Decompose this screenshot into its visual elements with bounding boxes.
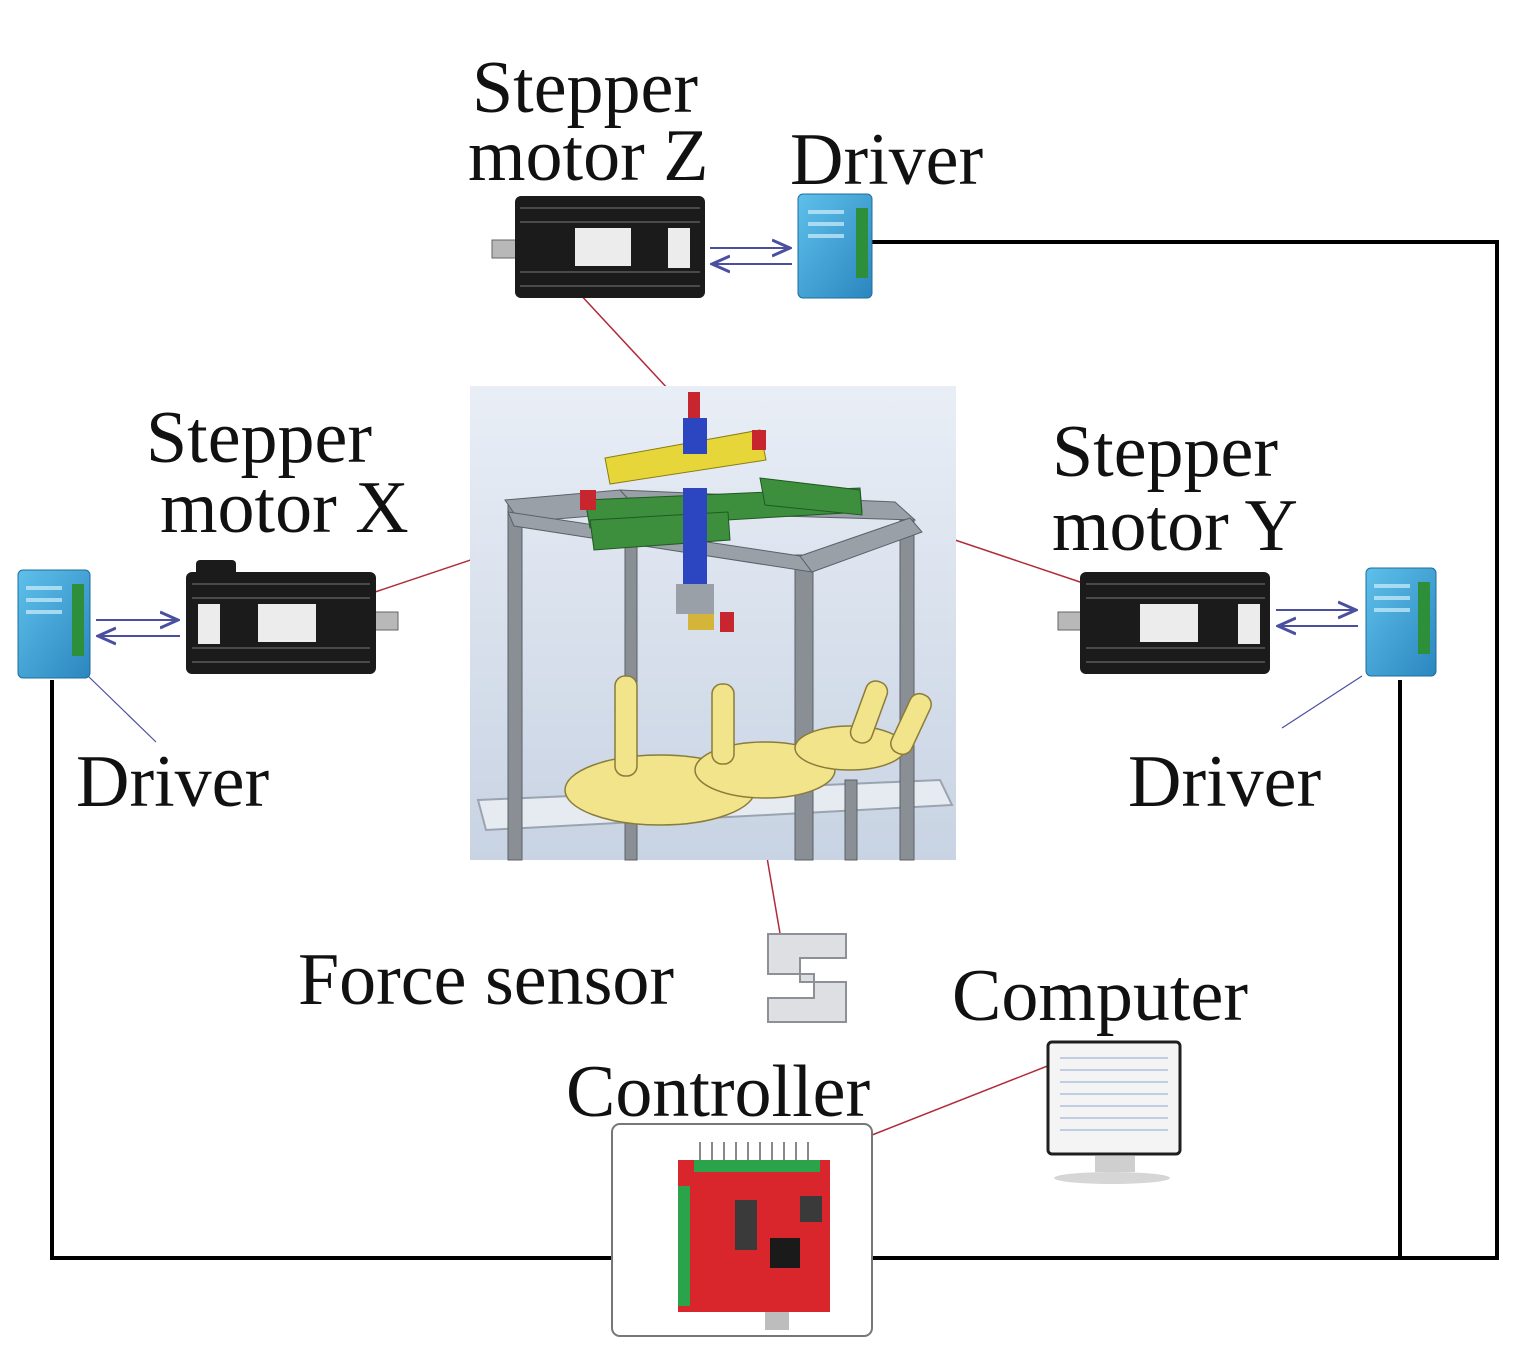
gantry-model-image [470,386,956,861]
wire-driver-z-loop [872,240,1499,1260]
motor-z-label-line1: Stepper [472,47,699,129]
controller-board-icon [611,1123,873,1337]
driver-y-label: Driver [1128,741,1322,823]
driver-x-label: Driver [76,741,270,823]
force-sensor-icon [767,933,847,1023]
mannequin-figure [564,675,932,826]
computer-monitor-icon [1046,1040,1182,1184]
wire-driver-x [50,680,612,1260]
controller-label: Controller [566,1051,871,1133]
motor-y-label-line2: motor Y [1052,485,1298,567]
wiring-loop [50,240,1499,1260]
driver-z-module-icon [797,193,873,299]
motor-y-label-line1: Stepper [1052,411,1279,493]
driver-y-module-icon [1365,567,1437,677]
motor-x-label-line2: motor X [160,467,409,549]
motor-x-label-line1: Stepper [146,397,373,479]
bidirectional-arrows [96,248,1358,636]
stepper-motor-x-icon [186,560,399,674]
force-sensor-label: Force sensor [298,939,675,1021]
driver-z-label: Driver [790,119,984,201]
motor-z-label-line2: motor Z [468,115,709,197]
driver-x-module-icon [17,569,91,679]
stepper-motor-z-icon [491,196,705,298]
stepper-motor-y-icon [1057,572,1270,674]
driver-pointer-lines [87,675,1363,743]
computer-label: Computer [952,955,1248,1037]
